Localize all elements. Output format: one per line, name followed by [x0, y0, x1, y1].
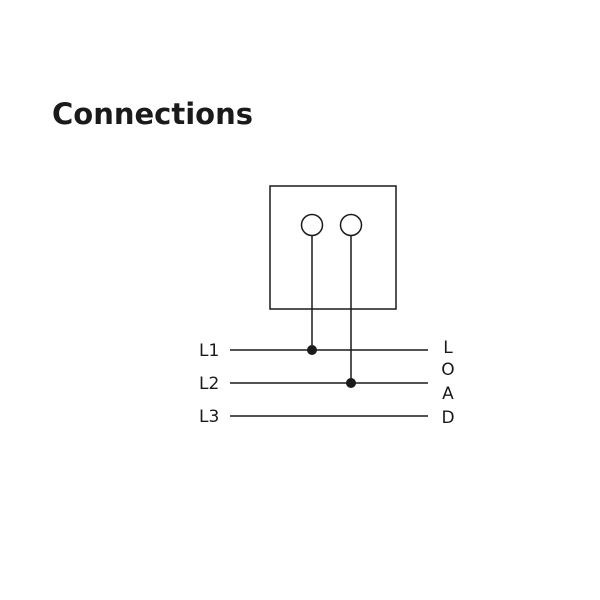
junction-l1: [307, 345, 317, 355]
terminal-1: [300, 213, 324, 237]
junction-l2: [346, 378, 356, 388]
load-letter-o: O: [441, 360, 454, 380]
line-label-l1: L1: [199, 341, 219, 361]
load-letter-a: A: [442, 384, 454, 404]
line-label-l3: L3: [199, 407, 219, 427]
load-letter-d: D: [441, 408, 454, 428]
terminal-2: [339, 213, 363, 237]
switch-box: [269, 185, 397, 310]
line-label-l2: L2: [199, 374, 219, 394]
load-letter-l: L: [443, 338, 453, 358]
page-title: Connections: [52, 97, 253, 131]
